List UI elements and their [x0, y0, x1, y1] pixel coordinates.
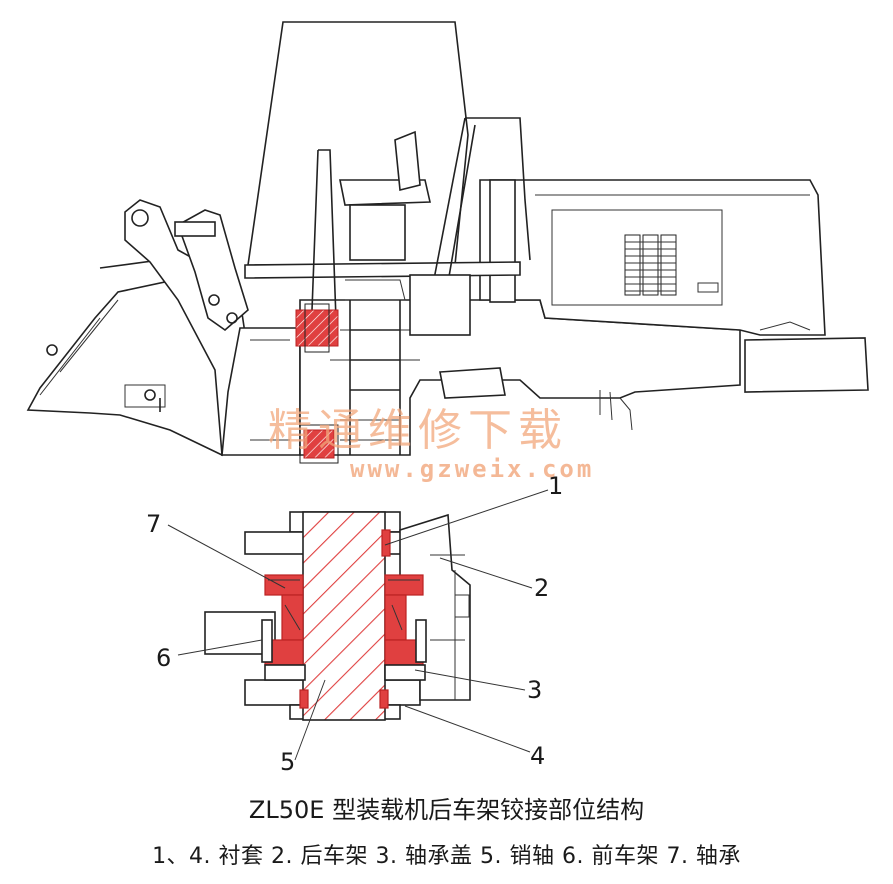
bearing-cover-left	[264, 664, 306, 681]
front-frame	[221, 327, 301, 456]
loader-side-view	[26, 21, 869, 464]
callout-2: 2	[534, 574, 549, 602]
bushing-4-right	[379, 689, 389, 709]
upper-hinge-highlight	[295, 303, 339, 353]
bearing-right	[384, 574, 427, 666]
bushing-4-left	[299, 689, 309, 709]
leader-lines	[167, 489, 549, 761]
hinge-section-detail: 7 1 2 6 3 4 5	[146, 472, 563, 776]
callout-3: 3	[527, 676, 542, 704]
callout-4: 4	[530, 742, 545, 770]
bushing-1	[381, 529, 391, 557]
hood-vent	[624, 234, 677, 296]
callout-1: 1	[548, 472, 563, 500]
figure-legend: 1、4. 衬套 2. 后车架 3. 轴承盖 5. 销轴 6. 前车架 7. 轴承	[152, 844, 741, 869]
callout-6: 6	[156, 644, 171, 672]
bearing-cover-right	[384, 664, 426, 681]
callout-7: 7	[146, 510, 161, 538]
operator-platform	[244, 117, 531, 455]
watermark-chinese: 精通维修下载	[268, 405, 568, 456]
engine-hood	[479, 179, 826, 336]
figure-title: ZL50E 型装载机后车架铰接部位结构	[248, 796, 645, 824]
callout-5: 5	[280, 748, 295, 776]
watermark-url: www.gzweix.com	[350, 455, 594, 483]
pin-shaft	[302, 511, 386, 721]
lower-hinge-highlight	[299, 424, 339, 464]
counterweight	[744, 321, 869, 393]
bearing-left	[261, 574, 304, 666]
